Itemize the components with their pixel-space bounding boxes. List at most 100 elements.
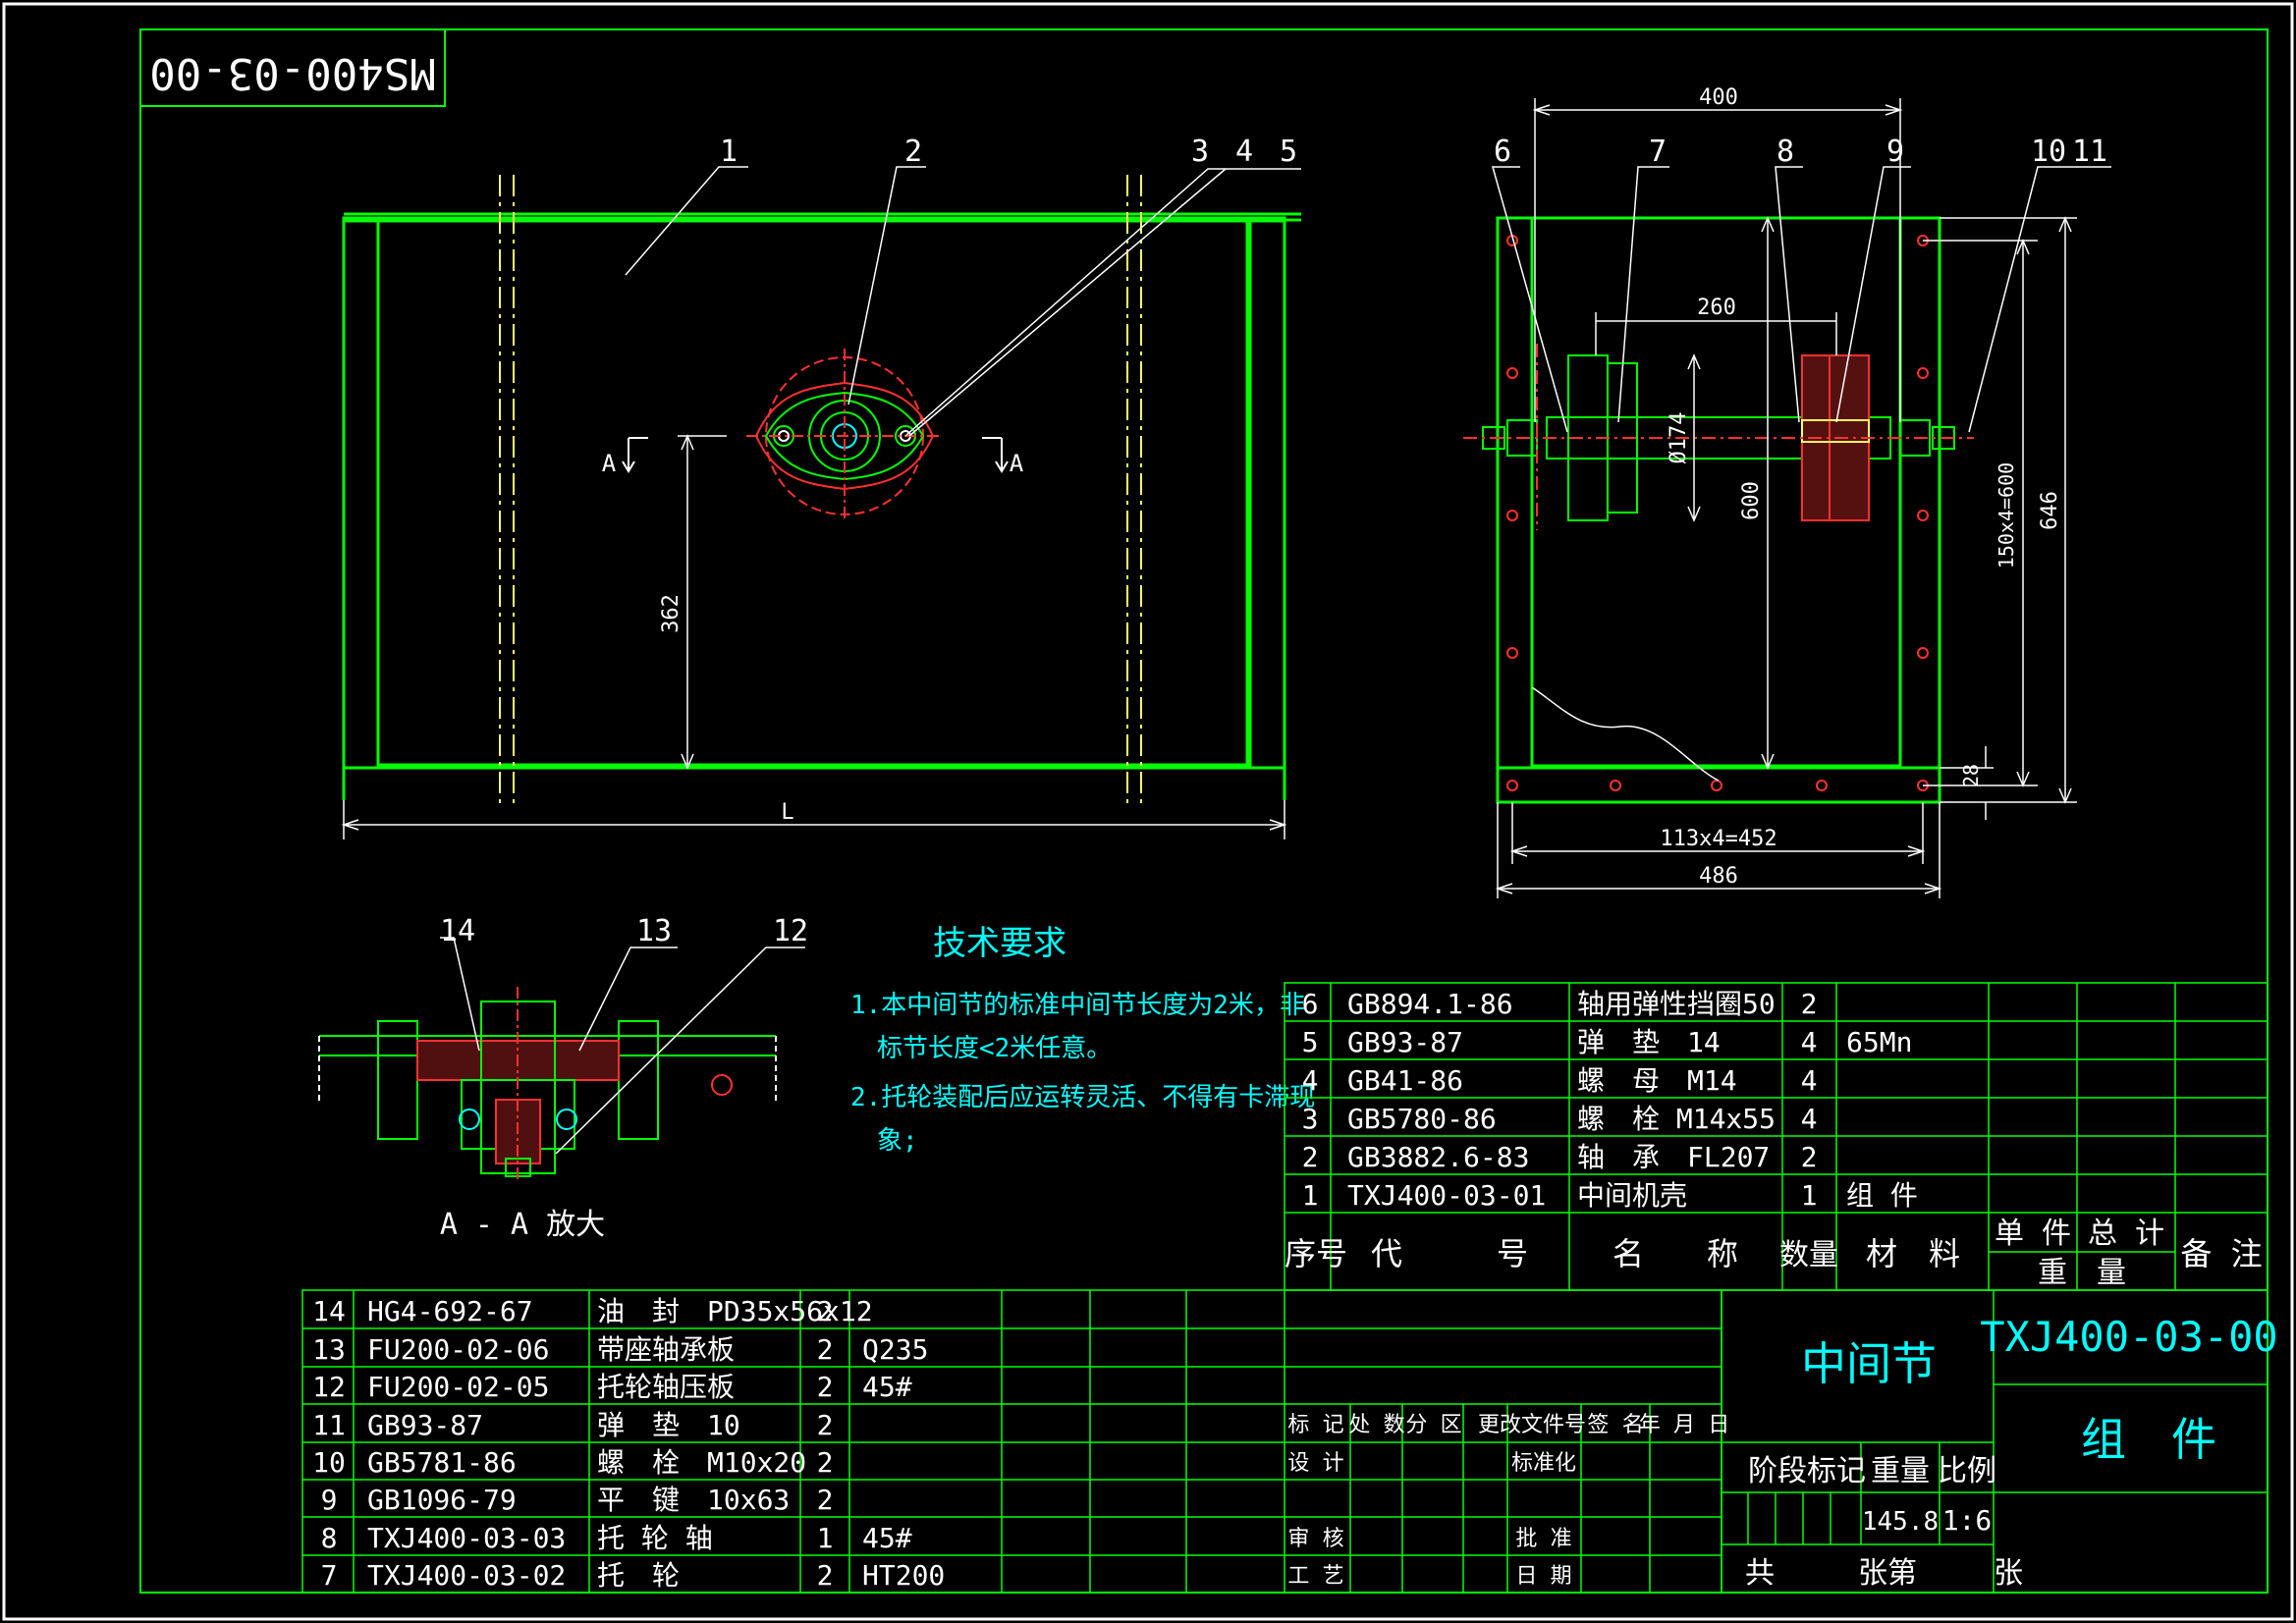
balloon-6: 6	[1494, 135, 1511, 169]
lower-bom-grid	[301, 1289, 1722, 1594]
ubom-hdr-no: 序号	[1285, 1235, 1347, 1272]
lbom-r7-code: TXJ400-03-02	[367, 1559, 566, 1592]
lbom-r6-name: 托 轮 轴	[597, 1522, 713, 1554]
dim-646: 646	[2038, 491, 2062, 530]
dim-260: 260	[1697, 296, 1736, 320]
label-scale: 比例	[1938, 1454, 1996, 1488]
lbom-r1-qty: 2	[817, 1333, 834, 1366]
dim-28: 28	[1959, 764, 1983, 787]
lbom-r2-no: 12	[312, 1371, 346, 1403]
balloon-9: 9	[1886, 135, 1904, 169]
ubom-r3-qty: 4	[1801, 1103, 1818, 1135]
ubom-r5-mat: 组 件	[1846, 1179, 1918, 1212]
balloon-2: 2	[904, 135, 922, 169]
title-block: 中间节 TXJ400-03-00 组 件 标 记 处 数 分 区 更改文件号 签…	[1287, 1313, 2277, 1591]
lbom-r5-no: 9	[321, 1484, 338, 1516]
upper-bom-header: 序号 代 号 名 称 数量 材 料 单 件 总 计 重 量 备 注	[1285, 1217, 2263, 1290]
lbom-r5-qty: 2	[817, 1484, 834, 1516]
upper-bom-rows: 6 GB894.1-86 轴用弹性挡圈50 2 5 GB93-87 弹 垫 14…	[1302, 988, 1918, 1212]
dim-400: 400	[1699, 85, 1738, 110]
ubom-r0-no: 6	[1302, 988, 1319, 1020]
rev-hdr-2: 分 区	[1405, 1413, 1461, 1437]
lbom-r7-name: 托 轮	[597, 1559, 680, 1592]
lbom-r0-no: 14	[312, 1295, 346, 1327]
section-label-right: A	[1010, 450, 1024, 477]
lbom-r5-name: 平 键 10x63	[597, 1484, 790, 1516]
tech-req-line-1: 1.本中间节的标准中间节长度为2米，非	[850, 991, 1305, 1020]
rev-hdr-5: 年 月 日	[1639, 1413, 1730, 1437]
ubom-r5-no: 1	[1302, 1179, 1319, 1212]
lbom-r6-mat: 45#	[862, 1522, 912, 1554]
lbom-r1-mat: Q235	[862, 1333, 928, 1366]
lbom-r0-name: 油 封 PD35x56x12	[597, 1295, 873, 1327]
lower-bom-rows: 14 HG4-692-67 油 封 PD35x56x12 2 13 FU200-…	[312, 1295, 945, 1592]
ubom-r1-code: GB93-87	[1347, 1026, 1463, 1058]
front-view-centerlines	[499, 175, 1142, 805]
ubom-r2-no: 4	[1302, 1064, 1319, 1097]
rev-hdr-0: 标 记	[1287, 1413, 1343, 1437]
side-view-break-line	[1531, 686, 1720, 782]
dim-600: 600	[1739, 481, 1764, 520]
lbom-r3-name: 弹 垫 10	[597, 1409, 740, 1441]
lbom-r2-mat: 45#	[862, 1371, 912, 1403]
balloon-7: 7	[1649, 135, 1667, 169]
dim-height-362: 362	[659, 594, 683, 633]
ubom-r4-qty: 2	[1801, 1141, 1818, 1173]
ubom-r2-qty: 4	[1801, 1064, 1818, 1097]
label-sheet-of: 张第	[1858, 1556, 1917, 1591]
balloon-4: 4	[1235, 135, 1253, 169]
title-type: 组 件	[2081, 1413, 2216, 1466]
side-view: 400 260 Ø174 600 150x4=600 646 28 113x4=…	[1463, 85, 2111, 898]
ubom-hdr-weight: 重 量	[2038, 1256, 2126, 1290]
lbom-r4-code: GB5781-86	[367, 1446, 517, 1479]
balloon-12: 12	[773, 914, 808, 948]
dim-486: 486	[1699, 864, 1738, 889]
tech-req-line-3: 2.托轮装配后应运转灵活、不得有卡滞现	[850, 1083, 1315, 1112]
label-stage-mark: 阶段标记	[1748, 1454, 1866, 1488]
label-weight: 重量	[1871, 1454, 1930, 1488]
ubom-hdr-remark: 备 注	[2180, 1235, 2262, 1272]
ubom-r5-code: TXJ400-03-01	[1347, 1179, 1546, 1212]
tech-req-title: 技术要求	[933, 924, 1066, 963]
section-label-left: A	[602, 450, 617, 477]
side-view-dimensions	[1495, 98, 2077, 898]
lbom-r2-qty: 2	[817, 1371, 834, 1403]
ubom-r0-name: 轴用弹性挡圈50	[1577, 988, 1776, 1020]
lbom-r0-code: HG4-692-67	[367, 1295, 533, 1327]
label-approve: 批 准	[1515, 1527, 1571, 1551]
balloon-5: 5	[1280, 135, 1297, 169]
label-design: 设 计	[1287, 1451, 1343, 1476]
front-view-housing	[342, 212, 1301, 800]
rev-hdr-1: 处 数	[1348, 1413, 1404, 1437]
tech-req-line-4: 象;	[877, 1126, 918, 1156]
lbom-r7-qty: 2	[817, 1559, 834, 1592]
ubom-hdr-qty: 数量	[1779, 1238, 1838, 1272]
lbom-r6-code: TXJ400-03-03	[367, 1522, 566, 1554]
ubom-r1-qty: 4	[1801, 1026, 1818, 1058]
detail-caption: A - A 放大	[440, 1208, 605, 1242]
tech-req-line-2: 标节长度<2米任意。	[877, 1034, 1112, 1063]
value-weight: 145.8	[1862, 1507, 1939, 1537]
tech-requirements: 技术要求 1.本中间节的标准中间节长度为2米，非 标节长度<2米任意。 2.托轮…	[850, 924, 1315, 1156]
lbom-r4-name: 螺 栓 M10x20	[597, 1446, 806, 1479]
detail-view-leaders	[440, 937, 805, 1155]
ubom-hdr-unit: 单 件	[1995, 1217, 2071, 1251]
drawing-number-mirrored: MS400-03-00	[149, 48, 435, 98]
lbom-r3-code: GB93-87	[367, 1409, 483, 1441]
label-sheet-end: 张	[1994, 1556, 2023, 1591]
ubom-r3-code: GB5780-86	[1347, 1103, 1497, 1135]
lbom-r1-name: 带座轴承板	[597, 1333, 735, 1366]
dim-length-L: L	[781, 800, 793, 825]
lbom-r3-qty: 2	[817, 1409, 834, 1441]
rev-hdr-3: 更改文件号	[1478, 1413, 1586, 1437]
lbom-r6-qty: 1	[817, 1522, 834, 1554]
lbom-r6-no: 8	[321, 1522, 338, 1554]
ubom-r1-mat: 65Mn	[1846, 1026, 1912, 1058]
ubom-hdr-code: 代 号	[1371, 1235, 1528, 1272]
front-view-section-marks	[622, 437, 1009, 473]
upper-bom-grid	[1284, 982, 2269, 1291]
lbom-r7-no: 7	[321, 1559, 338, 1592]
ubom-r1-no: 5	[1302, 1026, 1319, 1058]
